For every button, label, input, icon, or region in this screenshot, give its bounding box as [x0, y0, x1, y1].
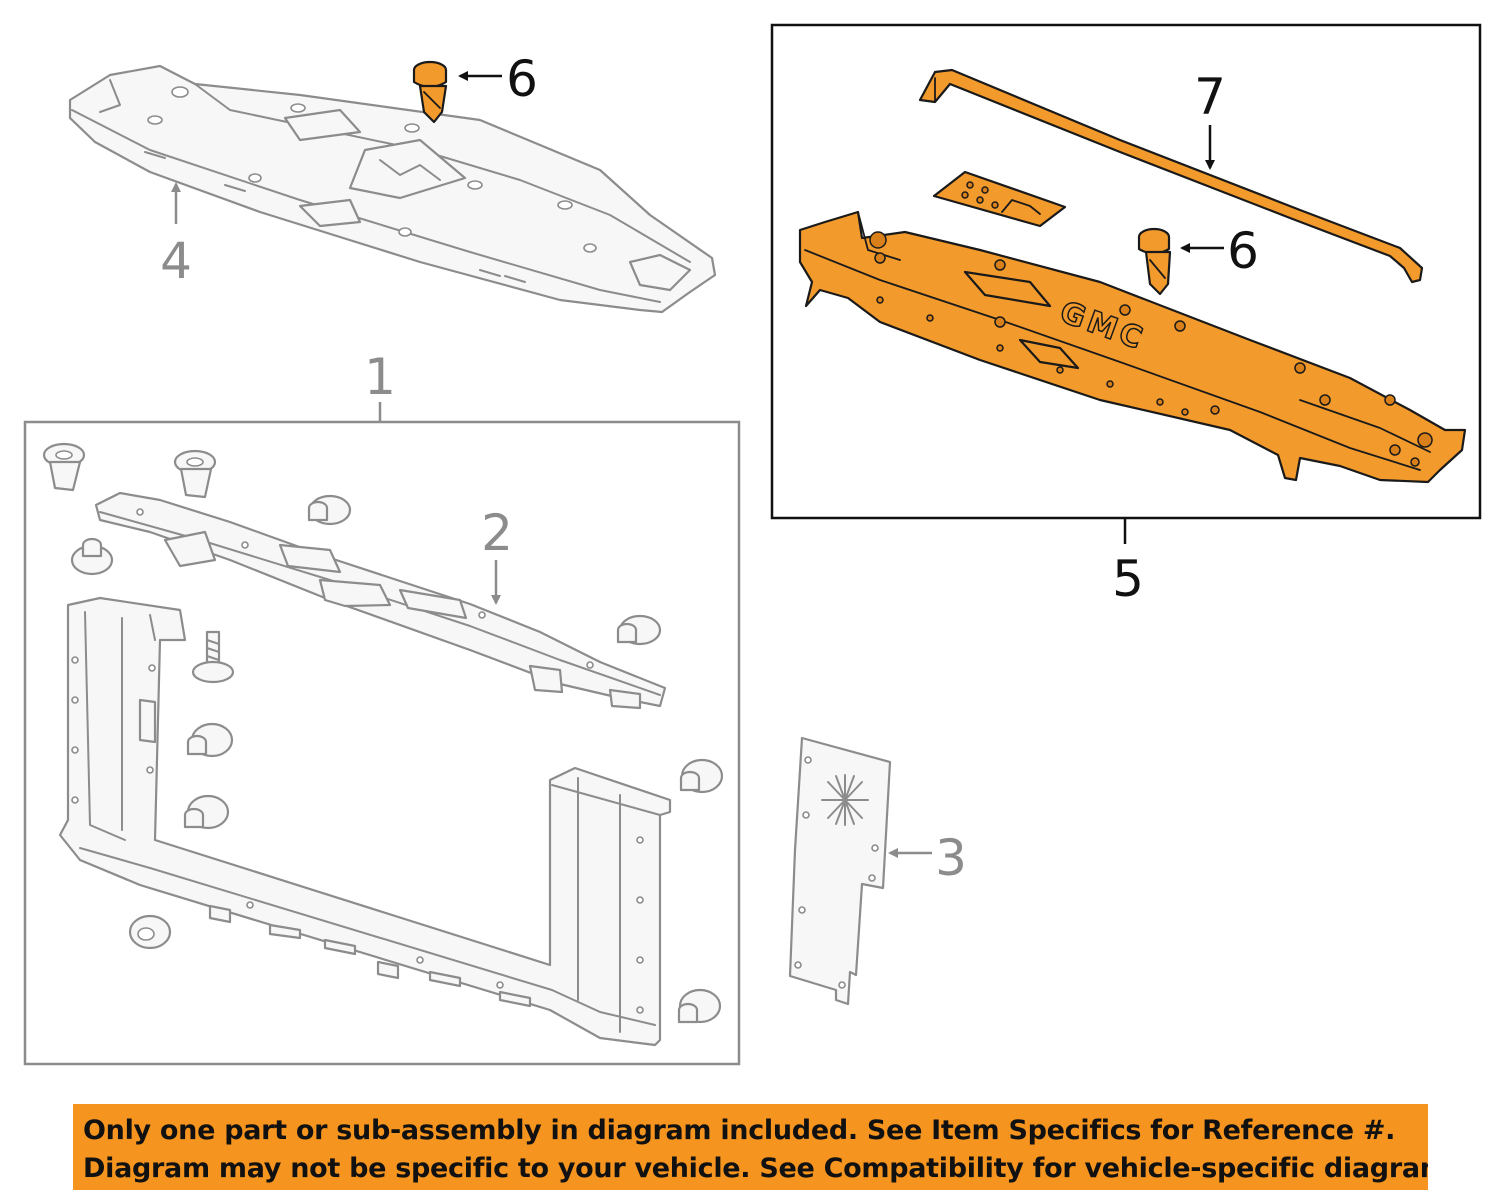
- fasteners-group-1: [42, 442, 724, 1024]
- disclaimer-line-1: Only one part or sub-assembly in diagram…: [83, 1115, 1396, 1146]
- nut-3: [616, 614, 662, 646]
- disclaimer-line-2: Diagram may not be specific to your vehi…: [83, 1153, 1428, 1184]
- callout-4: 4: [160, 232, 192, 290]
- assembly-frame-1: [23, 420, 741, 1066]
- nut-1: [307, 494, 352, 526]
- nut-7: [677, 988, 722, 1024]
- callout-2: 2: [481, 504, 513, 562]
- nut-4: [186, 722, 234, 758]
- callout-5: 5: [1112, 550, 1144, 608]
- baffle-part-3: [788, 736, 892, 1006]
- bracket-plate: [932, 170, 1067, 228]
- leader-lines: [171, 71, 1224, 858]
- nut-2: [70, 537, 114, 576]
- shield-assembly-part-5: GMC: [798, 210, 1467, 484]
- callout-numbers: 4 6 1 2 3 7 6 5: [160, 50, 1259, 887]
- callout-3: 3: [935, 829, 967, 887]
- callout-6-left: 6: [506, 50, 538, 108]
- push-clip-part-6-left: [412, 60, 448, 124]
- callout-1: 1: [364, 348, 396, 406]
- sight-shield-part-4: [68, 64, 717, 314]
- tie-bar-part-2: [94, 491, 667, 710]
- callout-7: 7: [1194, 68, 1226, 126]
- disclaimer-banner: Only one part or sub-assembly in diagram…: [73, 1104, 1428, 1190]
- clip-2: [173, 449, 217, 499]
- push-clip-part-6-right: [1137, 227, 1172, 296]
- nut-5: [183, 794, 230, 830]
- clip-1: [42, 442, 86, 492]
- plug-1: [128, 914, 172, 950]
- seal-strip-part-7: [918, 68, 1424, 284]
- callout-6-right: 6: [1227, 222, 1259, 280]
- bolt-1: [191, 630, 235, 684]
- radiator-support-part-1: [58, 596, 672, 1047]
- nut-6: [679, 758, 724, 794]
